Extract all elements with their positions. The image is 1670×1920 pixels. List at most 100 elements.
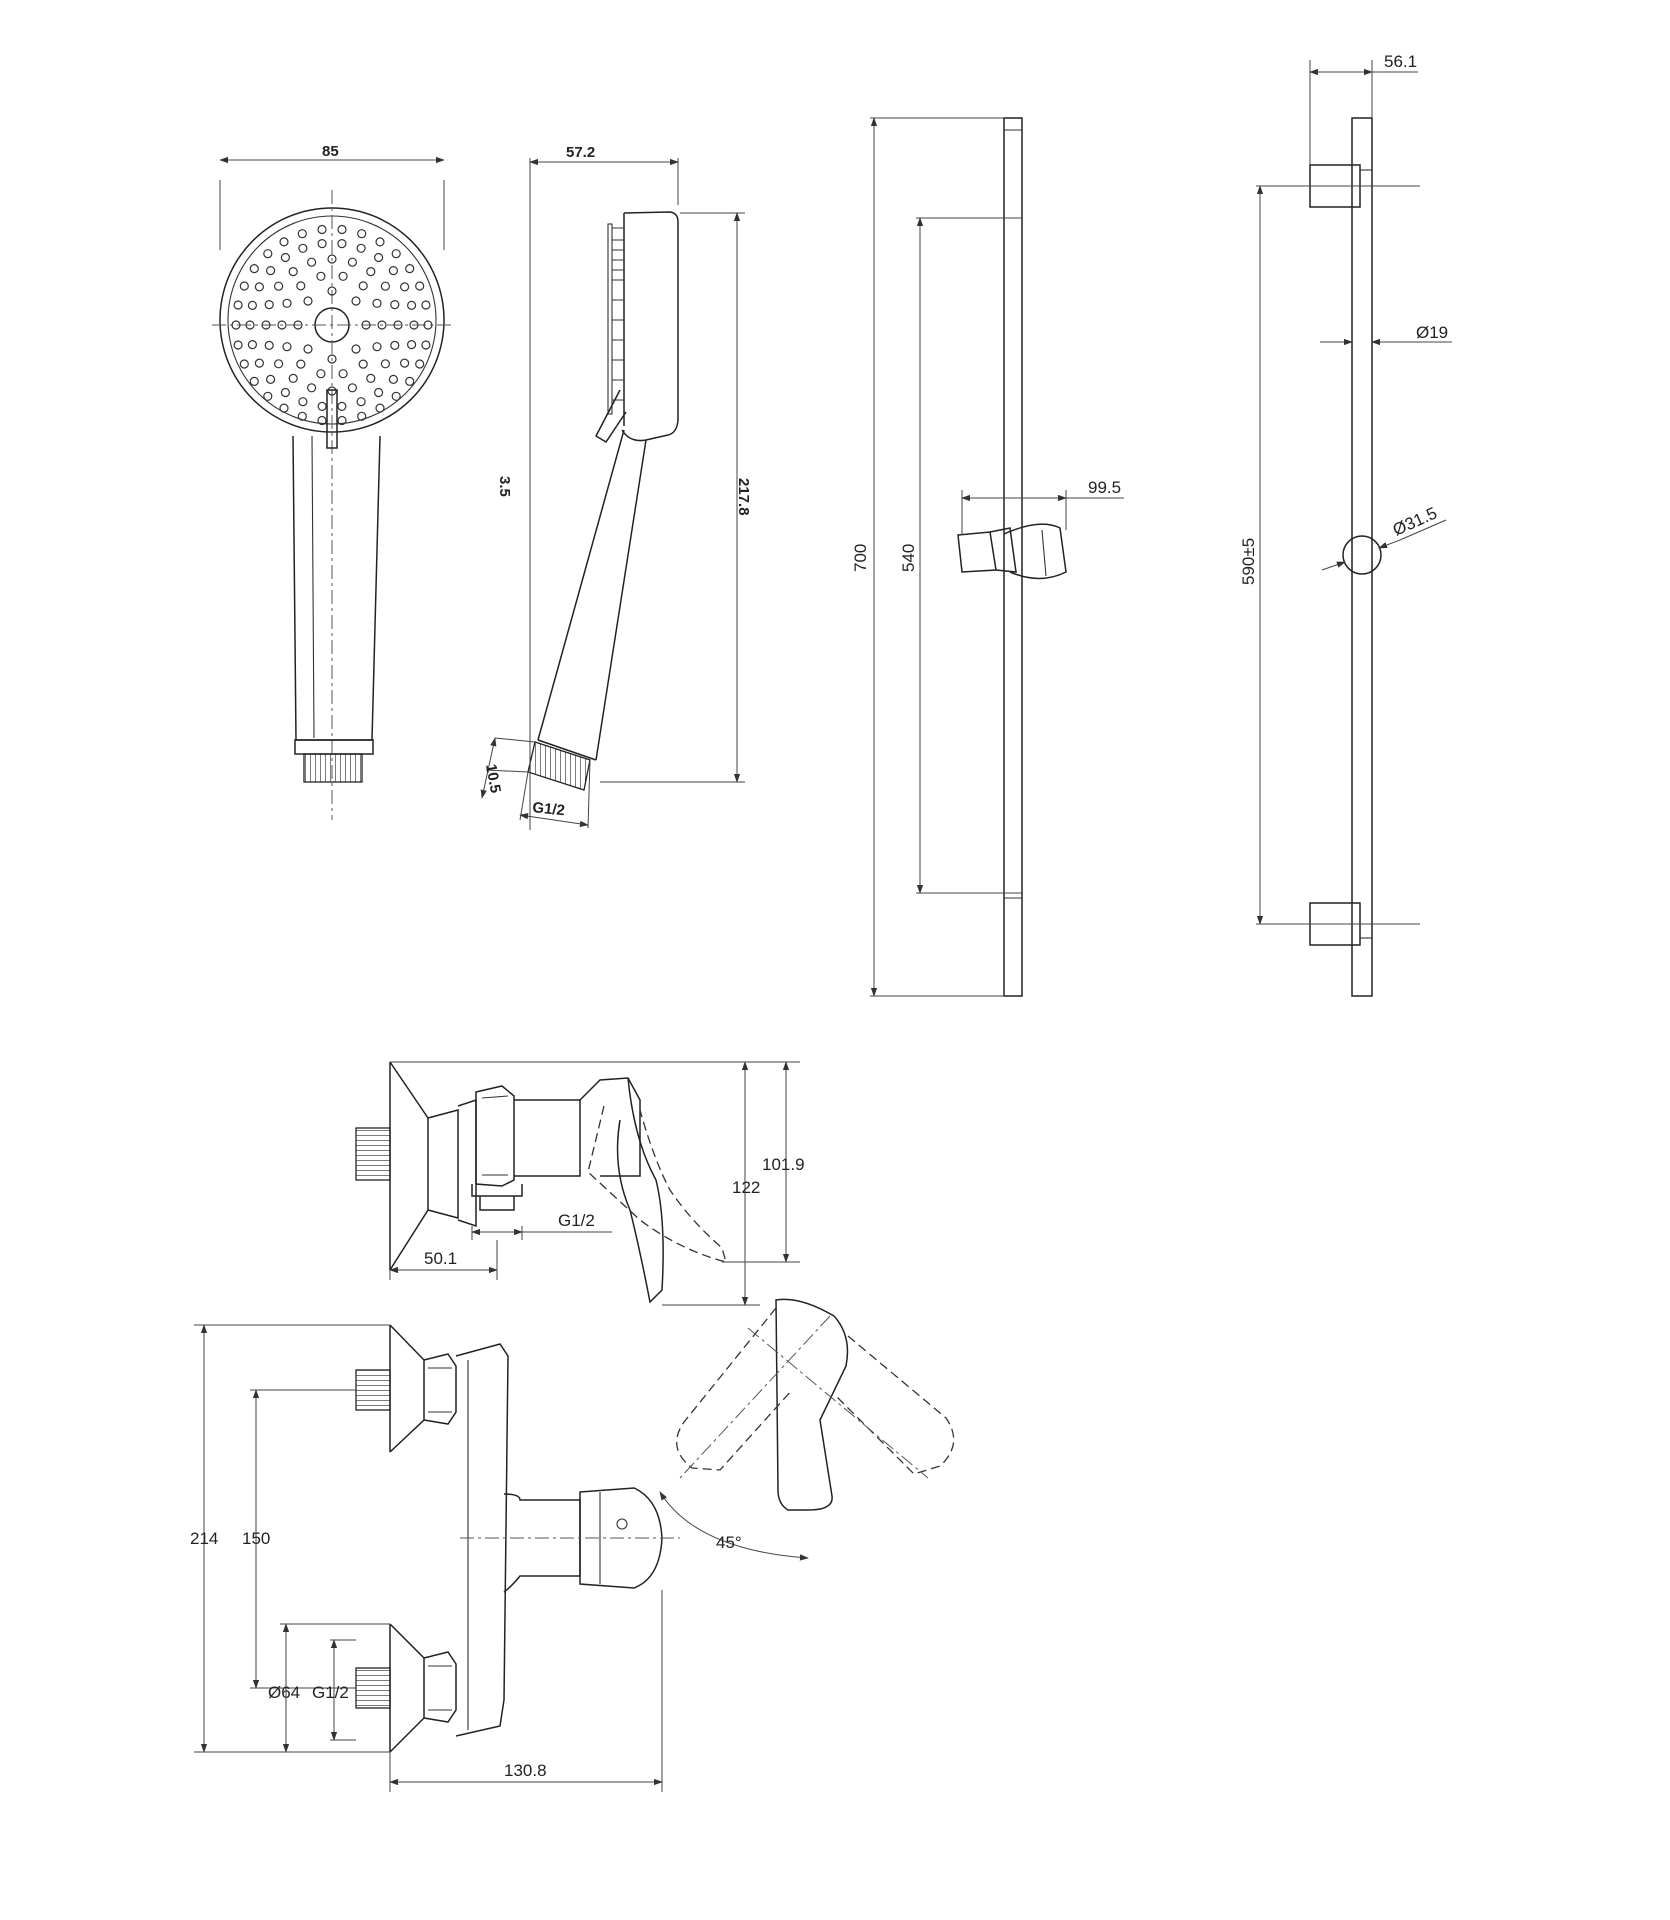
nozzle-hole: [357, 411, 367, 421]
nozzle-hole: [327, 286, 337, 296]
nozzle-hole: [351, 296, 361, 306]
nozzle-hole: [390, 340, 400, 350]
nozzle-hole: [317, 415, 327, 426]
mixer-flange-label: Ø64: [268, 1683, 300, 1702]
nozzle-hole: [279, 237, 289, 247]
nozzle-hole: [274, 359, 284, 369]
nozzle-hole: [282, 342, 292, 352]
nozzle-hole: [249, 376, 259, 386]
nozzle-hole: [374, 252, 384, 263]
nozzle-hole: [380, 281, 390, 291]
nozzle-hole: [374, 387, 384, 398]
front-width-label: 85: [322, 143, 339, 160]
nozzle-hole: [366, 373, 376, 383]
nozzle-hole: [263, 249, 273, 259]
side-offset-label: 3.5: [496, 476, 513, 497]
nozzle-hole: [377, 320, 387, 330]
nozzle-hole: [347, 383, 357, 393]
nozzle-hole: [361, 320, 371, 330]
nozzle-hole: [327, 354, 337, 364]
nozzle-hole: [263, 391, 273, 401]
nozzle-hole: [303, 344, 313, 354]
nozzle-hole: [388, 266, 398, 276]
nozzle-hole: [279, 403, 289, 413]
mixer-top-view: 122 101.9 G1/2 50.1: [355, 1061, 805, 1306]
nozzle-hole: [277, 320, 287, 330]
side-thread-length-label: 10.5: [482, 763, 504, 795]
nozzle-hole: [266, 374, 276, 384]
nozzle-hole: [400, 358, 410, 368]
nozzle-hole: [282, 298, 292, 308]
nozzle-hole: [391, 391, 401, 401]
hand-shower-side-view: 57.2 217.8 3.5 10.5 G1/2: [480, 144, 752, 830]
nozzle-hole: [293, 320, 303, 330]
nozzle-hole: [415, 281, 425, 291]
nozzle-hole: [409, 320, 419, 330]
side-projection-label: 56.1: [1384, 52, 1417, 71]
nozzle-pattern: [231, 224, 433, 426]
nozzle-hole: [337, 239, 347, 249]
nozzle-hole: [351, 344, 361, 354]
mixer-height-total-label: 122: [732, 1178, 760, 1197]
nozzle-hole: [380, 359, 390, 369]
nozzle-hole: [247, 300, 257, 310]
nozzle-hole: [356, 397, 366, 407]
nozzle-hole: [261, 320, 271, 330]
nozzle-hole: [274, 281, 284, 291]
mixer-top-thread-label: G1/2: [558, 1211, 595, 1230]
nozzle-hole: [296, 359, 306, 369]
nozzle-hole: [307, 383, 317, 393]
nozzle-hole: [407, 300, 417, 310]
side-bracket-spacing-label: 590±5: [1239, 538, 1258, 585]
nozzle-hole: [327, 254, 337, 264]
nozzle-hole: [316, 271, 326, 281]
nozzle-hole: [288, 373, 298, 383]
nozzle-hole: [298, 397, 308, 407]
nozzle-hole: [391, 249, 401, 259]
nozzle-hole: [239, 281, 249, 291]
nozzle-hole: [327, 386, 337, 396]
nozzle-hole: [372, 342, 382, 352]
nozzle-hole: [407, 340, 417, 350]
mixer-outlet-offset-label: 50.1: [424, 1249, 457, 1268]
nozzle-hole: [356, 243, 366, 253]
nozzle-hole: [388, 374, 398, 384]
nozzle-hole: [296, 281, 306, 291]
nozzle-hole: [303, 296, 313, 306]
nozzle-hole: [297, 411, 307, 421]
nozzle-hole: [372, 298, 382, 308]
nozzle-hole: [347, 257, 357, 267]
mixer-height-body-label: 101.9: [762, 1155, 805, 1174]
nozzle-hole: [421, 340, 431, 350]
rail-slide-travel-label: 540: [899, 544, 918, 572]
mixer-width-label: 130.8: [504, 1761, 547, 1780]
nozzle-hole: [307, 257, 317, 267]
nozzle-hole: [405, 264, 415, 274]
nozzle-hole: [366, 267, 376, 277]
nozzle-hole: [245, 320, 255, 330]
rail-side-view: 56.1 590±5 Ø19 Ø31.5: [1239, 52, 1452, 997]
nozzle-hole: [317, 224, 327, 235]
nozzle-hole: [280, 252, 290, 263]
mixer-centres-label: 150: [242, 1529, 270, 1548]
nozzle-hole: [239, 359, 249, 369]
nozzle-hole: [249, 264, 259, 274]
nozzle-hole: [337, 415, 347, 426]
side-depth-label: 57.2: [566, 144, 595, 161]
nozzle-hole: [288, 267, 298, 277]
hand-shower-front-view: 85: [212, 143, 452, 820]
nozzle-hole: [297, 229, 307, 239]
mixer-front-thread-label: G1/2: [312, 1683, 349, 1702]
nozzle-hole: [415, 359, 425, 369]
nozzle-hole: [423, 320, 433, 330]
nozzle-hole: [266, 266, 276, 276]
nozzle-hole: [357, 229, 367, 239]
nozzle-hole: [390, 300, 400, 310]
nozzle-hole: [421, 300, 431, 310]
side-thread-label: G1/2: [532, 799, 566, 819]
mixer-front-view: 45° 214 150 Ø64 G1/2 130.8: [190, 1298, 955, 1792]
nozzle-hole: [254, 282, 264, 292]
nozzle-hole: [375, 403, 385, 413]
mixer-height-label: 214: [190, 1529, 218, 1548]
